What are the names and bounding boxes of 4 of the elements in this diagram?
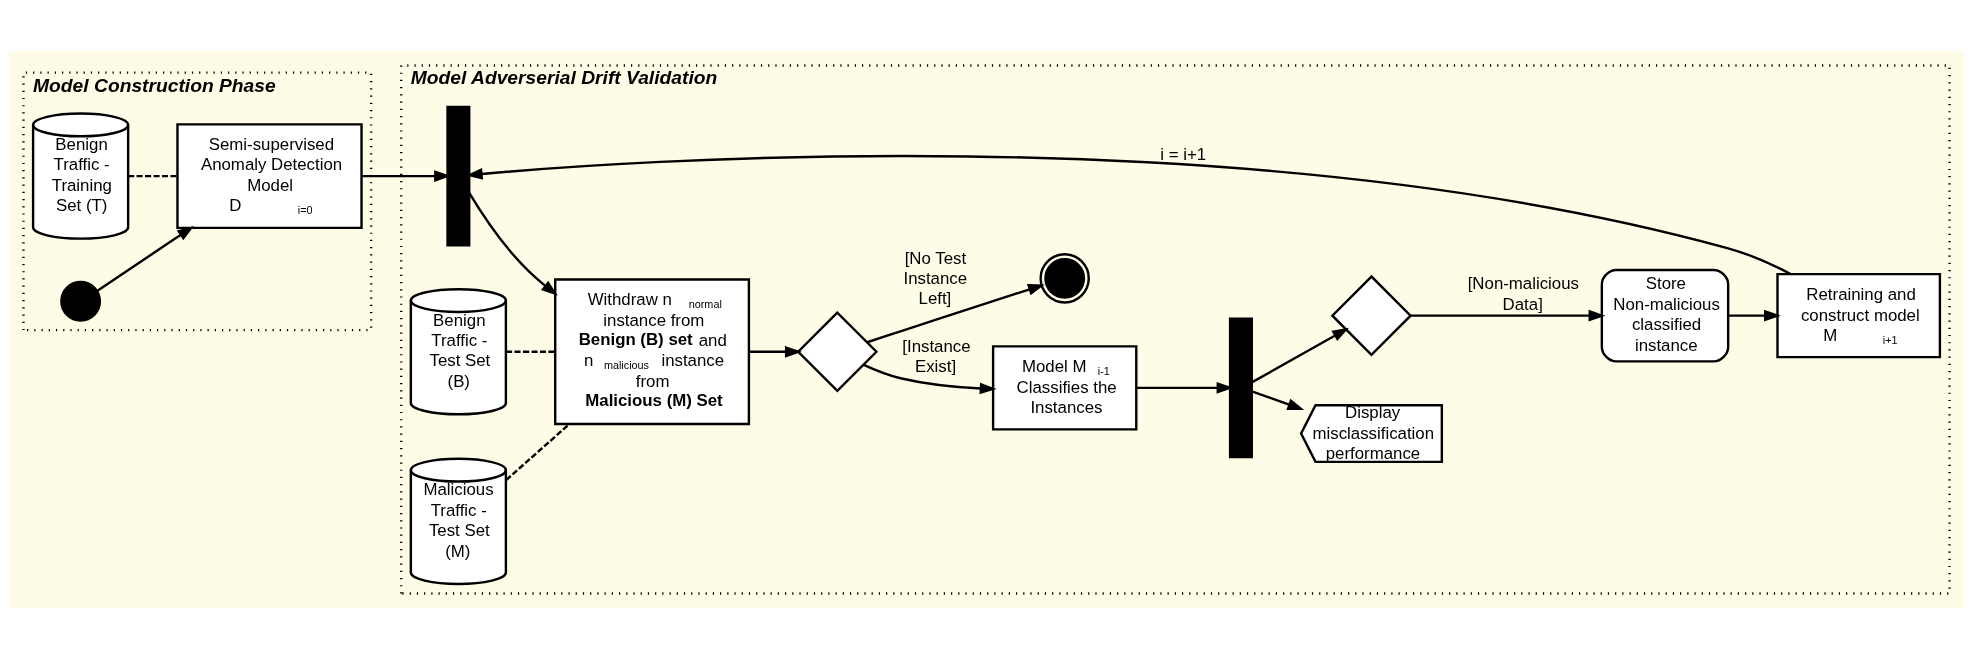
edge-label: [Non-malicious Data]: [1467, 274, 1579, 314]
edge-label: [Instance Exist]: [901, 337, 971, 377]
edge-label: [No Test Instance Left]: [902, 248, 967, 309]
edge-label: i = i+1: [1159, 144, 1206, 164]
